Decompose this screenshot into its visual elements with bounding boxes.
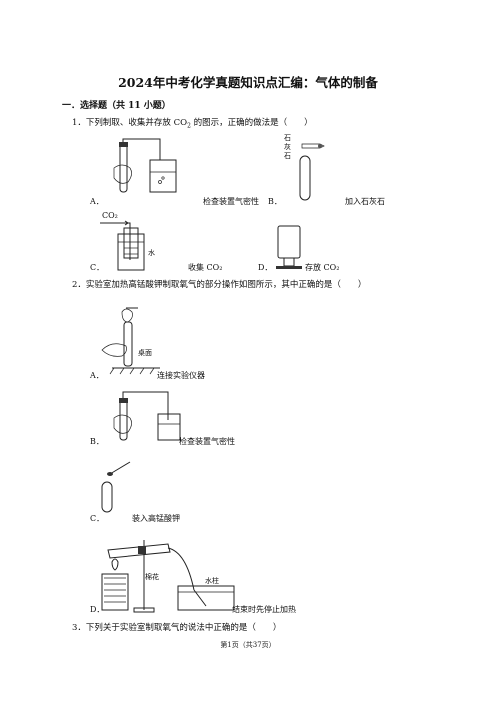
spatula-scoop	[107, 472, 113, 476]
q1-b-figure-text: 石 灰 石	[284, 134, 291, 161]
q2-c-figure	[101, 461, 131, 513]
stopper	[119, 398, 128, 403]
question-1-stem-tail: 的图示，正确的做法是（ ）	[190, 118, 313, 128]
hatch	[109, 367, 115, 375]
tweezers	[301, 143, 325, 149]
q1-b-figure-char: 石	[284, 134, 291, 142]
q2-a-label: A．	[90, 371, 104, 380]
water-trough	[117, 233, 145, 271]
test-tube	[123, 321, 133, 367]
q2-d-figure	[101, 540, 235, 613]
q1-c-water-label: 水	[148, 249, 155, 257]
q1-d-label: D．	[258, 263, 273, 272]
hatch	[149, 367, 155, 375]
water-trough	[177, 585, 235, 611]
q2-c-label: C．	[90, 514, 105, 523]
beaker	[157, 413, 181, 441]
q1-a-figure	[113, 138, 177, 193]
hand	[113, 414, 132, 434]
page-footer: 第1页（共37页）	[220, 641, 276, 649]
q1-c-caption: 收集 CO₂	[188, 263, 223, 272]
q2-b-figure	[113, 391, 181, 441]
hatch	[119, 367, 125, 375]
q2-d-label: D．	[90, 605, 105, 614]
page-title: 2024年中考化学真题知识点汇编：气体的制备	[118, 75, 378, 90]
q1-c-figure	[100, 220, 145, 271]
q1-d-figure	[276, 225, 302, 269]
gas-bottle	[277, 225, 301, 259]
question-1-stem: 1．下列制取、收集并存放 CO2 的图示，正确的做法是（ ）	[72, 116, 313, 130]
q1-b-figure-char: 灰	[284, 143, 291, 151]
q2-b-caption: 检查装置气密性	[179, 437, 235, 446]
tube-in-water	[193, 589, 207, 607]
q2-a-table-label: 桌面	[138, 349, 152, 357]
q1-b-figure-char: 石	[284, 152, 291, 160]
q1-c-label: C．	[90, 263, 105, 272]
test-tube	[299, 155, 311, 201]
question-3-stem: 3．下列关于实验室制取氧气的说法中正确的是（ ）	[72, 623, 282, 633]
stopper	[119, 142, 128, 147]
bubble	[158, 180, 162, 184]
q1-b-figure	[299, 143, 325, 201]
delivery-tube	[122, 391, 169, 420]
test-tube	[119, 399, 128, 441]
q1-c-gas-label: CO₂	[102, 211, 118, 220]
question-1-stem-subscript: 2	[187, 122, 191, 130]
spatula	[109, 461, 131, 475]
glass-plate	[276, 266, 302, 269]
bottle-neck	[283, 257, 295, 267]
hand	[101, 343, 127, 357]
q1-b-label: B．	[268, 197, 282, 206]
alcohol-lamp-block	[101, 573, 129, 611]
gas-bottle	[123, 227, 139, 259]
hatch	[139, 367, 145, 375]
delivery-tube	[122, 138, 161, 160]
q2-d-cotton-label: 棉花	[145, 573, 159, 581]
hand	[113, 164, 132, 184]
hand-top	[121, 308, 133, 323]
flame	[111, 558, 119, 571]
question-1-stem-text: 1．下列制取、收集并存放 CO	[72, 118, 188, 128]
section-heading: 一．选择题（共 11 小题）	[62, 101, 171, 111]
lamp-hatch	[104, 577, 126, 603]
q2-d-caption: 结束时先停止加热	[232, 605, 296, 614]
delivery-tube	[167, 547, 195, 591]
q2-a-caption: 连接实验仪器	[157, 371, 205, 380]
iron-stand-base	[133, 607, 155, 613]
q2-d-water-label: 水柱	[205, 577, 219, 585]
test-tube-horizontal	[107, 543, 171, 559]
bubble	[161, 176, 165, 180]
q1-b-caption: 加入石灰石	[345, 197, 385, 206]
test-tube	[101, 481, 113, 513]
q1-a-caption: 检查装置气密性	[203, 197, 259, 206]
q2-a-figure	[101, 307, 160, 375]
q1-a-label: A．	[90, 197, 104, 206]
question-2-stem: 2．实验室加热高锰酸钾制取氧气的部分操作如图所示，其中正确的是（ ）	[72, 280, 367, 290]
q2-c-caption: 装入高锰酸钾	[132, 514, 180, 523]
limestone-piece	[318, 144, 322, 148]
hatch	[129, 367, 135, 375]
test-tube	[119, 143, 128, 193]
arrow	[124, 220, 129, 226]
clamp	[138, 546, 146, 554]
q2-b-label: B．	[90, 437, 104, 446]
beaker	[149, 159, 177, 193]
delivery-tube	[100, 222, 131, 260]
q1-d-caption: 存放 CO₂	[305, 263, 340, 272]
